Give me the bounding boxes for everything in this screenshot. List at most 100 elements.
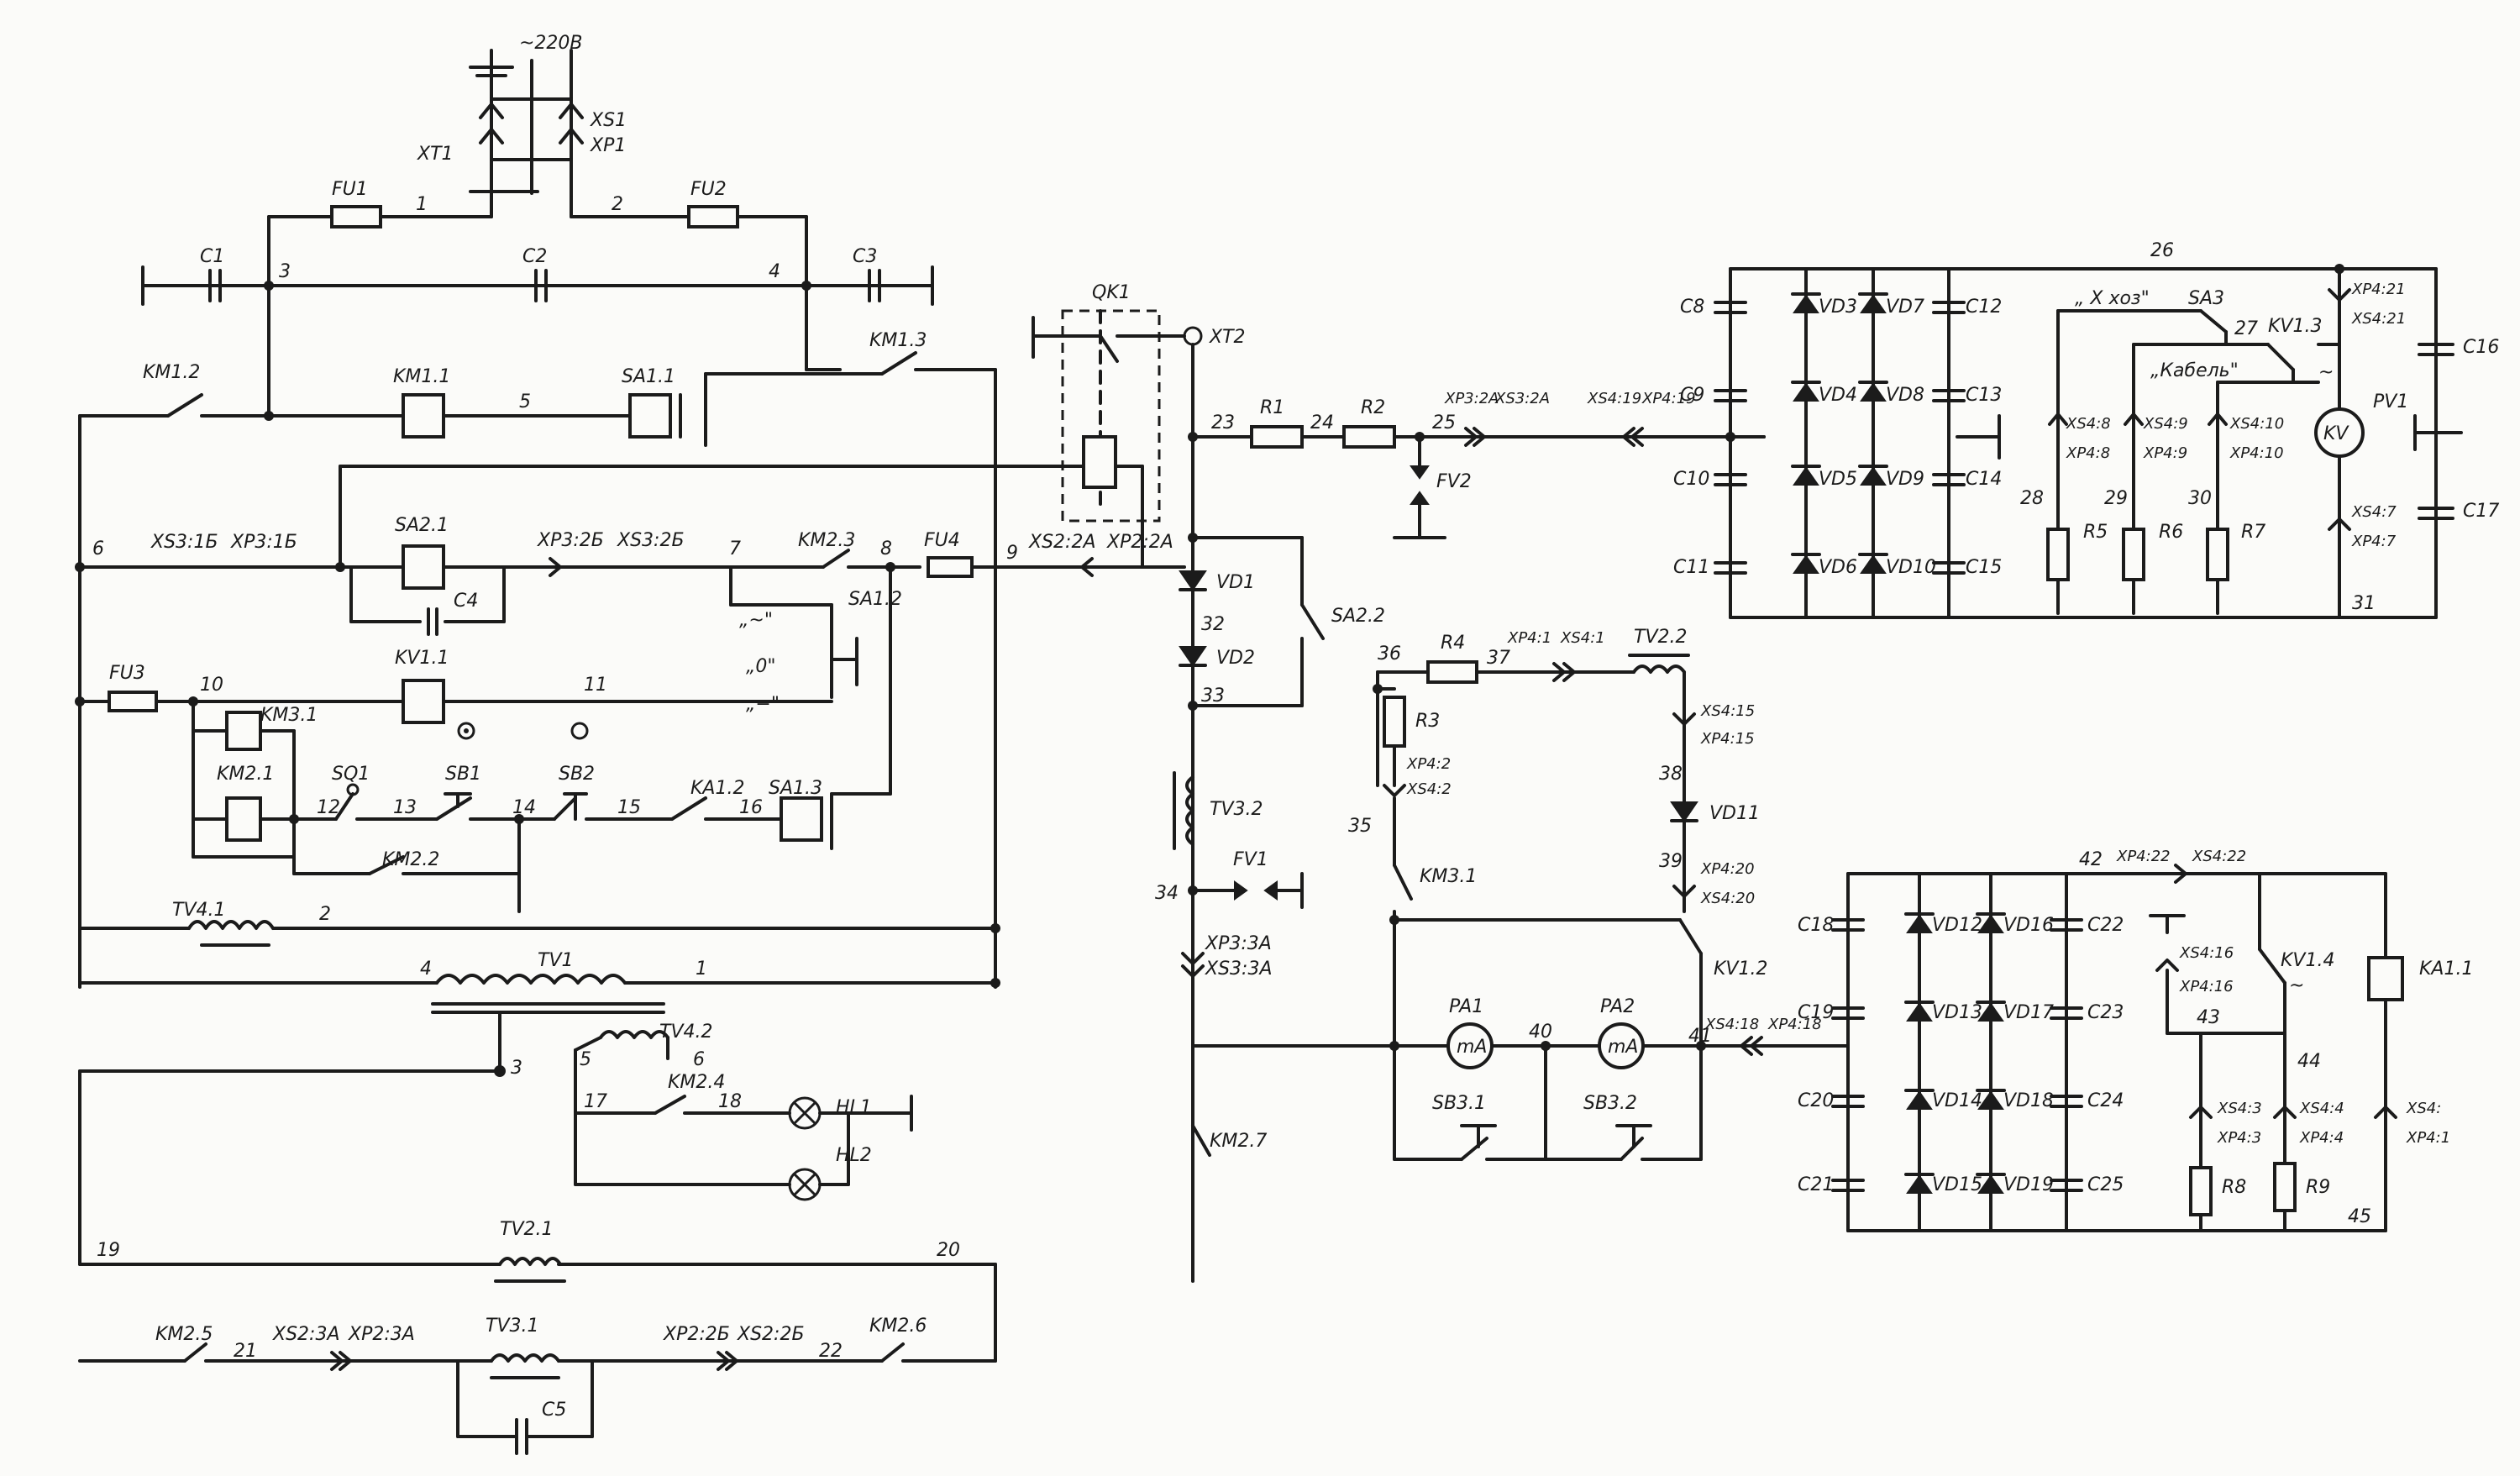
node-13: 13 — [393, 797, 417, 818]
tv3-1-label: TV3.1 — [486, 1316, 538, 1337]
diode-vd6: VD6 — [1819, 557, 1857, 578]
cap-c17: C17 — [2463, 501, 2499, 522]
ka1-1-label: KA1.1 — [2419, 959, 2473, 980]
km2-3-label: KM2.3 — [798, 530, 855, 551]
fv1-label: FV1 — [1233, 849, 1268, 870]
relay-coil-ka1-1 — [2367, 956, 2404, 1001]
xs3-2a-label: XS3:2А — [1494, 390, 1550, 407]
cap-c11: C11 — [1673, 557, 1709, 578]
xp2-2a-label: XP2:2А — [1106, 532, 1173, 553]
node-2b: 2 — [319, 904, 331, 925]
sa1-3-label: SA1.3 — [769, 778, 822, 799]
node-21: 21 — [234, 1341, 257, 1362]
xs2-2a-label: XS2:2А — [1028, 532, 1096, 553]
fu2-label: FU2 — [690, 179, 727, 200]
node-8: 8 — [880, 538, 892, 559]
cap-c13: C13 — [1966, 385, 2002, 406]
thermal-relay-qk1 — [1032, 309, 1186, 569]
cap-c25: C25 — [2087, 1174, 2124, 1195]
cap-c15: C15 — [1966, 557, 2002, 578]
mode-cable-label: „Кабель" — [2150, 360, 2239, 381]
r5-label: R5 — [2083, 522, 2108, 543]
supply-label: ~220В — [519, 33, 583, 54]
node-35: 35 — [1348, 816, 1372, 837]
resistor-r1 — [1250, 425, 1304, 449]
kv-unit: KV — [2323, 423, 2349, 444]
mode-xx-label: „ Х хоз" — [2075, 288, 2150, 309]
node-6b: 6 — [693, 1049, 705, 1070]
node-40: 40 — [1529, 1022, 1552, 1043]
node-19: 19 — [97, 1240, 120, 1261]
xs4-7-label: XS4:7 — [2351, 503, 2397, 521]
tilde-label-1: ~ — [2318, 362, 2334, 383]
node-33: 33 — [1201, 685, 1225, 706]
node-4: 4 — [769, 261, 780, 282]
node-38: 38 — [1659, 764, 1683, 785]
capacitor-c1 — [208, 269, 222, 302]
node-18: 18 — [718, 1091, 742, 1112]
r8-label: R8 — [2222, 1177, 2246, 1198]
xs2-3a-label: XS2:3А — [272, 1324, 340, 1345]
fuse-fu3 — [108, 691, 158, 712]
resistor-r4 — [1426, 660, 1478, 684]
r2-label: R2 — [1361, 397, 1385, 418]
xp4-15-label: XP4:15 — [1700, 730, 1755, 748]
node-24: 24 — [1310, 412, 1334, 433]
diode-vd14: VD14 — [1932, 1090, 1982, 1111]
diode-vd2 — [1179, 646, 1207, 667]
c3-label: C3 — [853, 246, 877, 267]
transformer-primary-tv1 — [435, 974, 627, 985]
resistor-r6 — [2122, 528, 2145, 581]
fuse-fu4 — [927, 556, 974, 578]
diode-vd19: VD19 — [2003, 1174, 2054, 1195]
transformer-winding-tv3-1 — [490, 1353, 560, 1363]
km2-7-label: KM2.7 — [1210, 1131, 1267, 1152]
sb1-label: SB1 — [445, 764, 481, 785]
relay-coil-km2-1 — [225, 796, 262, 842]
xs4-2-label: XS4:2 — [1406, 780, 1452, 798]
km2-6-label: KM2.6 — [869, 1316, 927, 1337]
pos-minus-label: „−" — [746, 694, 780, 715]
kv1-1-label: KV1.1 — [395, 648, 449, 669]
resistor-r8 — [2189, 1166, 2213, 1216]
node-1: 1 — [416, 194, 428, 215]
node-39: 39 — [1659, 851, 1683, 872]
limit-switch-sq1 — [346, 783, 360, 796]
node-25: 25 — [1432, 412, 1456, 433]
diode-vd4: VD4 — [1819, 385, 1857, 406]
xp4-4-label: XP4:4 — [2299, 1129, 2344, 1147]
node-36: 36 — [1378, 643, 1401, 664]
hl2-label: HL2 — [836, 1145, 872, 1166]
km3-1-label: KM3.1 — [260, 705, 318, 726]
cap-c14: C14 — [1966, 469, 2002, 490]
diode-vd9: VD9 — [1886, 469, 1924, 490]
xs4-4-label: XS4:4 — [2299, 1100, 2344, 1117]
vd1-label: VD1 — [1216, 572, 1255, 593]
diode-vd10: VD10 — [1886, 557, 1936, 578]
node-2: 2 — [612, 194, 623, 215]
diode-vd17: VD17 — [2003, 1002, 2054, 1023]
xs4-3-label: XS4:3 — [2217, 1100, 2262, 1117]
node-42: 42 — [2079, 849, 2103, 870]
xp4-1-label: XP4:1 — [1507, 629, 1551, 647]
fu4-label: FU4 — [924, 530, 960, 551]
sa2-2-label: SA2.2 — [1331, 606, 1385, 627]
cap-c23: C23 — [2087, 1002, 2124, 1023]
ka1-2-label: KA1.2 — [690, 778, 744, 799]
node-34: 34 — [1155, 883, 1179, 904]
node-26: 26 — [2150, 240, 2174, 261]
diode-vd12: VD12 — [1932, 915, 1982, 936]
pos-0-label: „0" — [746, 656, 776, 677]
node-9: 9 — [1006, 543, 1018, 564]
tv2-1-label: TV2.1 — [500, 1219, 553, 1240]
supply-connector-xs1 — [469, 49, 584, 199]
xs4-last-label: XS4: — [2406, 1100, 2441, 1117]
xs4-20-label: XS4:20 — [1700, 890, 1755, 907]
cap-c8: C8 — [1680, 297, 1704, 318]
xp2-3a-label: XP2:3А — [348, 1324, 415, 1345]
km1-2-label: KM1.2 — [143, 362, 200, 383]
diode-vd16: VD16 — [2003, 915, 2054, 936]
node-5: 5 — [519, 391, 531, 412]
capacitor-c2 — [534, 269, 548, 302]
